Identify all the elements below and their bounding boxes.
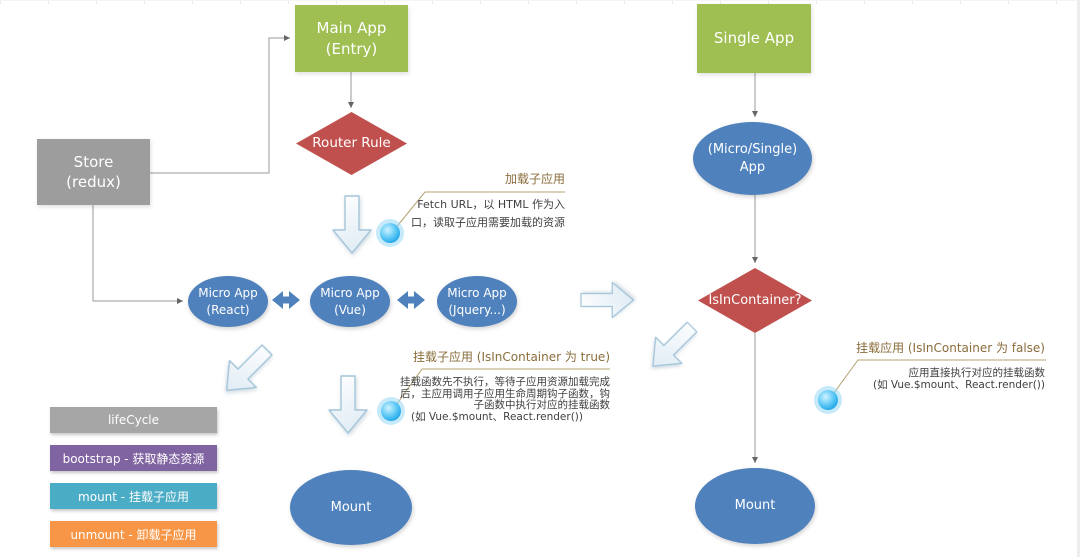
annotation-body-mount-false: 应用直接执行对应的挂载函数 (如 Vue.$mount、React.render… (840, 367, 1046, 391)
annotation-line: 子函数中执行对应的挂载函数 (473, 399, 611, 411)
block-arrow-down-routerrule (332, 195, 372, 254)
double-arrow-vue-jquery (397, 291, 425, 309)
block-arrow-right-isincontainer (580, 281, 635, 319)
block-arrow-downleft-isincontainer-mount (652, 321, 698, 367)
node-is-in-container: IsInContainer? (698, 268, 812, 333)
node-micro-app-react: Micro App (React) (188, 276, 268, 327)
annotation-body-mount-true: 挂载函数先不执行，等待子应用资源加载完成 后，主应用调用子应用生命周期钩子函数，… (400, 376, 611, 423)
annotation-line: 挂载函数先不执行，等待子应用资源加载完成 (400, 376, 610, 388)
connector-store-mainapp (150, 35, 290, 174)
node-router-rule: Router Rule (296, 112, 407, 175)
node-mount-center: Mount (290, 470, 412, 545)
node-micro-app-jquery: Micro App (Jquery...) (437, 276, 517, 327)
node-micro-app-vue: Micro App (Vue) (310, 276, 390, 327)
annotation-title-mount-false: 挂载应用 (IsInContainer 为 false) (856, 341, 1045, 355)
node-main-app: Main App (Entry) (295, 5, 408, 72)
block-arrow-down-vue-mount (328, 375, 368, 434)
callout-dot-load (380, 223, 400, 243)
legend-item-lifecycle: lifeCycle (50, 407, 217, 433)
annotation-title-mount-true: 挂载子应用 (IsInContainer 为 true) (412, 350, 610, 364)
double-arrow-react-vue (272, 291, 300, 309)
legend-item-unmount: unmount - 卸载子应用 (50, 521, 217, 547)
legend-item-bootstrap: bootstrap - 获取静态资源 (50, 445, 217, 471)
annotation-line: 后，主应用调用子应用生命周期钩子函数，钩 (400, 387, 610, 400)
callout-dot-mount-true (381, 401, 401, 421)
canvas-right-edge (1077, 0, 1080, 557)
canvas-top-ruler (0, 0, 1080, 4)
block-arrow-downleft-react-legend (225, 344, 273, 392)
callout-dot-mount-false (818, 390, 838, 410)
annotation-body-load: Fetch URL，以 HTML 作为入 口，读取子应用需要加载的资源 (385, 196, 565, 232)
annotation-title-load: 加载子应用 (504, 172, 565, 186)
annotation-line: (如 Vue.$mount、React.render()) (411, 410, 583, 423)
node-single-app: Single App (697, 4, 811, 73)
node-store-redux: Store (redux) (37, 139, 150, 205)
annotation-line: 口，读取子应用需要加载的资源 (411, 216, 565, 229)
annotation-line: Fetch URL，以 HTML 作为入 (417, 198, 565, 211)
connector-store-microreact (92, 205, 183, 304)
node-micro-single-app: (Micro/Single) App (693, 122, 812, 195)
annotation-line: 应用直接执行对应的挂载函数 (908, 367, 1046, 379)
annotation-line: (如 Vue.$mount、React.render()) (873, 378, 1045, 391)
node-mount-right: Mount (695, 468, 815, 544)
legend-item-mount: mount - 挂载子应用 (50, 483, 217, 509)
